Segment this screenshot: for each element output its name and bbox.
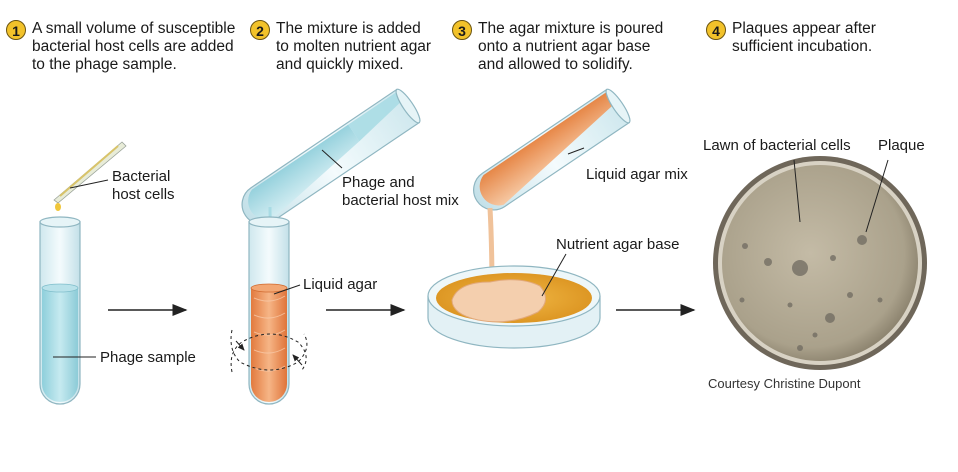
step-number-badge: 1: [6, 20, 26, 40]
leader-line: [321, 149, 343, 169]
step-2: 2 The mixture is added to molten nutrien…: [250, 20, 431, 74]
label-nutrient-agar-base: Nutrient agar base: [556, 236, 680, 253]
step-1: 1 A small volume of susceptible bacteria…: [6, 20, 235, 74]
leader-line: [793, 159, 801, 223]
label-phage-sample: Phage sample: [100, 349, 196, 366]
label-phage-host-mix: Phage and bacterial host mix: [342, 174, 459, 209]
label-lawn-of-bacterial-cells: Lawn of bacterial cells: [703, 137, 851, 154]
test-tube-phage-sample: [39, 216, 81, 405]
leader-line: [865, 159, 889, 233]
petri-dish: [427, 265, 601, 349]
leader-line: [567, 147, 585, 155]
plaques: [739, 235, 883, 351]
step-number-badge: 2: [250, 20, 270, 40]
step-number-badge: 4: [706, 20, 726, 40]
label-plaque: Plaque: [878, 137, 925, 154]
step-text: The agar mixture is poured onto a nutrie…: [478, 20, 664, 73]
step-text: The mixture is added to molten nutrient …: [276, 20, 432, 73]
step-text: A small volume of susceptible bacterial …: [32, 20, 236, 73]
image-credit: Courtesy Christine Dupont: [708, 376, 861, 391]
test-tube-liquid-agar: [248, 216, 290, 405]
step-4: 4 Plaques appear after sufficient incuba…: [706, 20, 876, 56]
leader-line: [541, 253, 567, 297]
leader-line: [273, 284, 301, 295]
tilted-tube-liquid-agar-mix: [473, 88, 631, 211]
step-text: Plaques appear after sufficient incubati…: [732, 20, 876, 55]
label-liquid-agar: Liquid agar: [303, 276, 378, 293]
tilted-tube-phage-host-mix: [241, 88, 421, 226]
label-bacterial-host-cells: Bacterial host cells: [112, 168, 175, 203]
swirl-motion-icon: [230, 329, 308, 373]
step-3: 3 The agar mixture is poured onto a nutr…: [452, 20, 663, 74]
label-liquid-agar-mix: Liquid agar mix: [586, 166, 688, 183]
agar-plate-with-plaques: [713, 156, 927, 370]
step-number-badge: 3: [452, 20, 472, 40]
leader-line: [69, 179, 109, 189]
